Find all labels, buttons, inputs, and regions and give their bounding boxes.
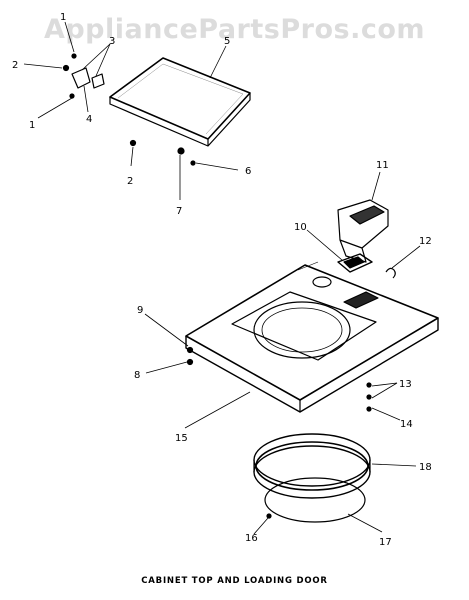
loading-door — [109, 57, 251, 147]
callout-8: 8 — [134, 370, 140, 381]
callout-15: 15 — [175, 433, 188, 444]
tub-ring — [253, 433, 371, 499]
callouts: 1 2 3 1 4 5 2 6 7 11 10 12 9 8 13 14 15 … — [12, 12, 432, 548]
door-hinge — [62, 53, 105, 99]
callout-2-bottom: 2 — [127, 176, 133, 187]
callout-16: 16 — [245, 533, 258, 544]
callout-12: 12 — [419, 236, 432, 247]
door-glass — [264, 477, 366, 523]
callout-1-bottom: 1 — [29, 120, 35, 131]
callout-6: 6 — [245, 166, 251, 177]
callout-4: 4 — [86, 114, 92, 125]
cabinet-screws — [186, 346, 372, 412]
switch-bracket — [337, 199, 389, 263]
leader-lines — [23, 21, 421, 535]
callout-7: 7 — [176, 206, 182, 217]
callout-13: 13 — [399, 379, 412, 390]
callout-3: 3 — [109, 36, 115, 47]
diagram-caption: CABINET TOP AND LOADING DOOR — [141, 576, 328, 586]
callout-10: 10 — [294, 222, 307, 233]
callout-11: 11 — [376, 160, 389, 171]
clip — [266, 513, 272, 519]
callout-17: 17 — [379, 537, 392, 548]
spring — [385, 267, 396, 279]
cabinet-top — [185, 261, 439, 413]
callout-1-top: 1 — [60, 12, 66, 23]
callout-9: 9 — [137, 305, 143, 316]
switch-bezel — [337, 253, 373, 273]
callout-5: 5 — [224, 36, 230, 47]
callout-14: 14 — [400, 419, 413, 430]
callout-18: 18 — [419, 462, 432, 473]
door-screws — [129, 139, 196, 166]
watermark: AppliancePartsPros.com — [43, 14, 426, 45]
callout-2-left: 2 — [12, 60, 18, 71]
